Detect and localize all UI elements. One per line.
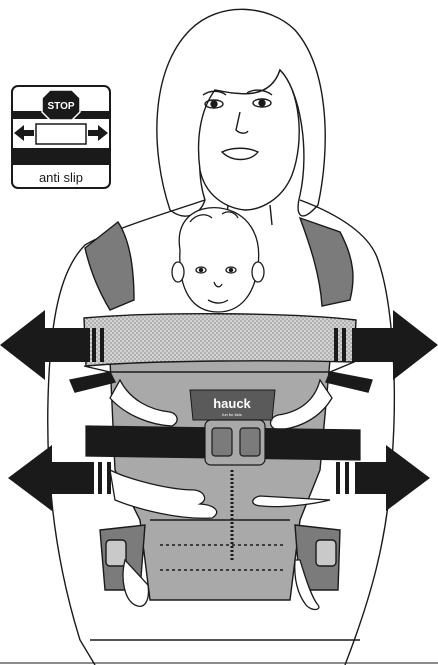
right-hand xyxy=(253,496,330,507)
brand-name: hauck xyxy=(213,396,251,411)
right-buckle xyxy=(316,540,336,566)
anti-slip-badge: STOP anti slip xyxy=(12,86,110,188)
right-arrow-icon xyxy=(355,445,430,511)
right-strap-end xyxy=(326,372,372,392)
left-strap-end xyxy=(70,372,115,392)
stop-sign-icon: STOP xyxy=(42,90,80,120)
left-shoulder-strap xyxy=(85,222,134,310)
stop-text: STOP xyxy=(47,101,74,112)
brand-tagline: fun for kids xyxy=(222,412,242,417)
left-buckle xyxy=(106,540,126,566)
brand-panel: hauck fun for kids xyxy=(190,390,275,420)
right-arrow-icon xyxy=(352,310,438,380)
badge-caption: anti slip xyxy=(39,170,83,185)
left-arrow-icon xyxy=(8,445,94,511)
right-shoulder-strap xyxy=(300,218,353,306)
baby-head xyxy=(179,208,258,312)
dotted-pad xyxy=(84,314,356,366)
left-arrow-icon xyxy=(0,310,90,380)
